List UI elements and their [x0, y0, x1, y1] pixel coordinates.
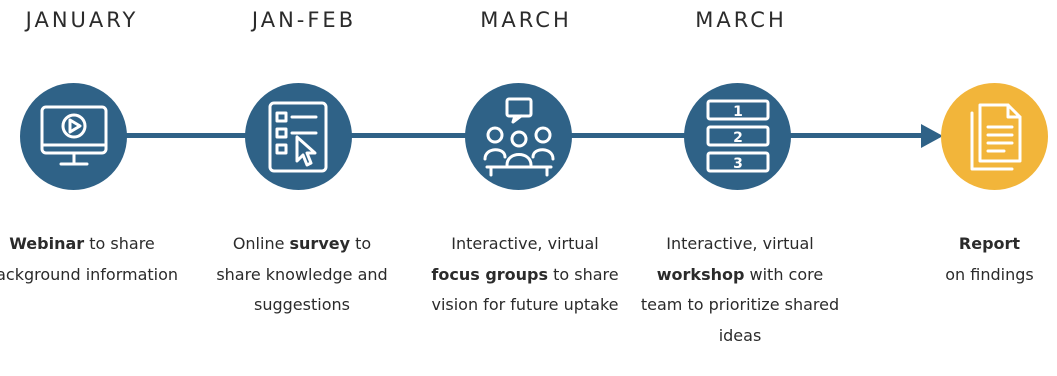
- report-documents-icon: [970, 103, 1021, 170]
- timeline-arrowhead: [921, 124, 943, 148]
- caption-text-after: on findings: [945, 264, 1034, 284]
- month-label-january: JANUARY: [25, 8, 139, 32]
- step-caption-workshop: Interactive, virtual workshop with core …: [640, 229, 840, 351]
- workshop-number-3: 3: [733, 156, 743, 172]
- workshop-number-2: 2: [733, 130, 743, 146]
- webinar-monitor-play-icon: [40, 105, 107, 165]
- step-circle-focus-groups: [465, 83, 572, 190]
- caption-text-after: to share vision for future uptake: [431, 264, 619, 315]
- step-caption-webinar: Webinar to share background information: [0, 229, 182, 290]
- workshop-numbered-list-icon: 1 2 3: [706, 99, 769, 172]
- caption-text-after: to share background information: [0, 234, 179, 284]
- step-caption-report: Report on findings: [922, 229, 1057, 290]
- caption-text-before: Interactive, virtual: [666, 234, 814, 253]
- month-label-march-focus: MARCH: [480, 8, 572, 32]
- timeline-connector: [120, 133, 255, 138]
- step-circle-survey: [245, 83, 352, 190]
- focus-group-people-icon: [483, 97, 554, 176]
- month-label-jan-feb: JAN-FEB: [251, 8, 357, 32]
- step-circle-webinar: [20, 83, 127, 190]
- caption-text-after: to share knowledge and suggestions: [216, 234, 388, 314]
- caption-text-after: with core team to prioritize shared idea…: [640, 264, 840, 345]
- timeline-connector: [570, 133, 695, 138]
- step-caption-survey: Online survey to share knowledge and sug…: [212, 229, 392, 321]
- caption-keyword: focus groups: [431, 264, 549, 284]
- caption-keyword: survey: [289, 234, 351, 253]
- caption-text-before: Online: [232, 234, 290, 253]
- step-circle-report: [941, 83, 1048, 190]
- caption-keyword: Webinar: [9, 234, 85, 253]
- step-circle-workshop: 1 2 3: [684, 83, 791, 190]
- month-label-march-workshop: MARCH: [695, 8, 787, 32]
- survey-checklist-cursor-icon: [268, 101, 327, 172]
- caption-text-before: Interactive, virtual: [451, 234, 599, 253]
- workshop-number-1: 1: [733, 104, 743, 120]
- timeline-connector: [350, 133, 475, 138]
- caption-keyword: workshop: [656, 264, 745, 284]
- timeline-connector: [790, 133, 925, 138]
- caption-keyword: Report: [958, 234, 1021, 253]
- step-caption-focus-groups: Interactive, virtual focus groups to sha…: [425, 229, 625, 321]
